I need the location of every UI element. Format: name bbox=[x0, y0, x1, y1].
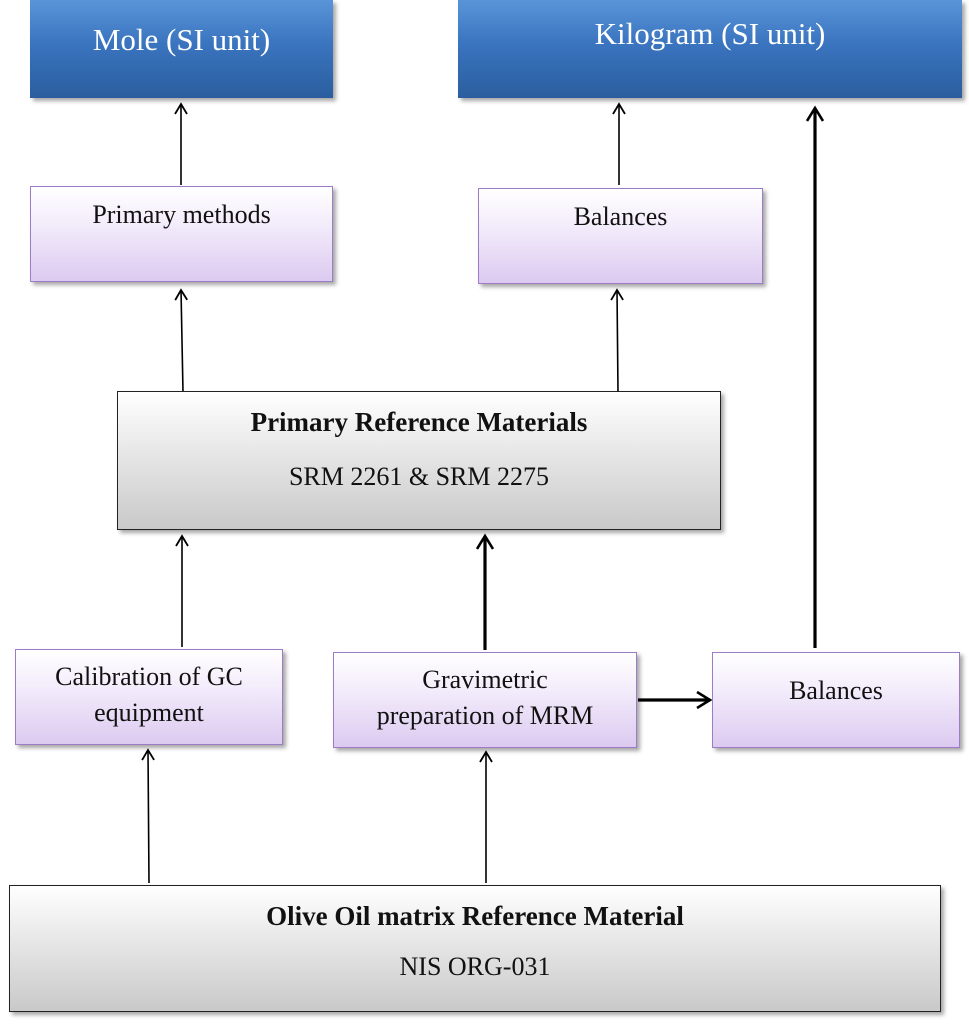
node-primary-methods: Primary methods bbox=[30, 186, 333, 282]
edge-prm-to-primary-methods bbox=[174, 288, 188, 393]
node-prm-title: Primary Reference Materials bbox=[250, 407, 588, 437]
node-mole: Mole (SI unit) bbox=[30, 0, 333, 98]
node-balances-top: Balances bbox=[478, 188, 763, 284]
node-calibration-line1: Calibration of GC bbox=[55, 662, 243, 691]
node-balances-bottom-label: Balances bbox=[789, 676, 883, 705]
node-kilogram: Kilogram (SI unit) bbox=[458, 0, 962, 98]
node-olive-oil-subtitle: NIS ORG-031 bbox=[399, 952, 551, 981]
node-prm-subtitle: SRM 2261 & SRM 2275 bbox=[288, 462, 550, 491]
node-primary-reference-materials: Primary Reference Materials SRM 2261 & S… bbox=[117, 391, 721, 530]
node-kilogram-label: Kilogram (SI unit) bbox=[594, 16, 826, 51]
node-olive-oil-title: Olive Oil matrix Reference Material bbox=[266, 901, 684, 931]
edge-prm-to-balances-top bbox=[610, 288, 624, 393]
node-balances-top-label: Balances bbox=[573, 202, 668, 231]
node-primary-methods-label: Primary methods bbox=[92, 200, 271, 229]
node-balances-bottom: Balances bbox=[712, 652, 960, 748]
node-calibration-line2: equipment bbox=[94, 698, 204, 727]
node-calibration: Calibration of GC equipment bbox=[15, 649, 283, 745]
node-mole-label: Mole (SI unit) bbox=[92, 22, 271, 57]
node-gravimetric: Gravimetric preparation of MRM bbox=[333, 652, 637, 748]
edge-olive-oil-to-calibration bbox=[141, 748, 155, 884]
node-gravimetric-line1: Gravimetric bbox=[422, 665, 548, 694]
node-gravimetric-line2: preparation of MRM bbox=[376, 701, 594, 730]
node-olive-oil-reference-material: Olive Oil matrix Reference Material NIS … bbox=[9, 885, 941, 1012]
